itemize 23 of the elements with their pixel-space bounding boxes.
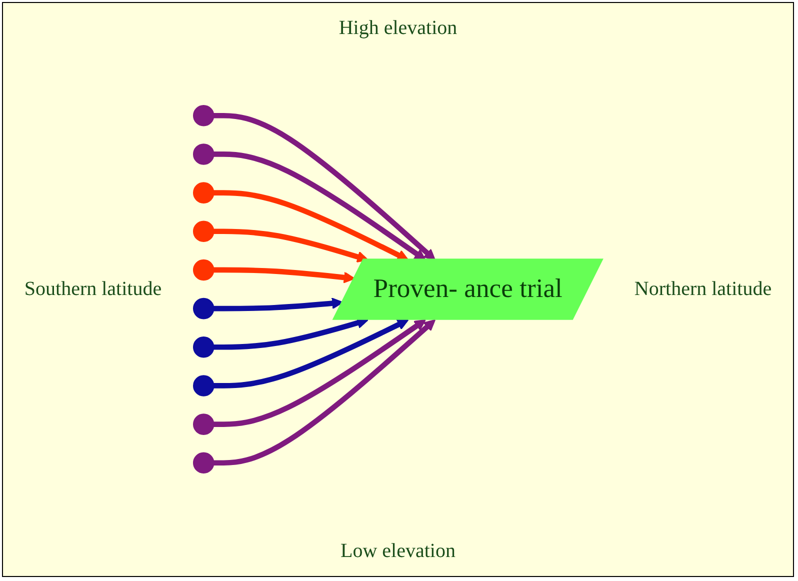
arrow bbox=[214, 320, 426, 428]
node-circle bbox=[192, 375, 214, 397]
node-circle bbox=[192, 182, 214, 204]
arrow bbox=[214, 268, 356, 284]
direction-label: Northern latitude bbox=[633, 277, 773, 302]
node-circle bbox=[192, 414, 214, 436]
node-circle bbox=[192, 220, 214, 242]
direction-label: High elevation bbox=[338, 16, 458, 40]
node-circle bbox=[192, 336, 214, 358]
arrow bbox=[214, 190, 409, 261]
arrow bbox=[214, 152, 426, 261]
arrow bbox=[214, 228, 369, 263]
direction-label: Low elevation bbox=[340, 538, 456, 564]
node-circle bbox=[192, 105, 214, 126]
node-circle bbox=[192, 260, 214, 281]
node-circle bbox=[192, 452, 214, 474]
arrow bbox=[214, 113, 436, 261]
node-circle bbox=[192, 144, 214, 166]
direction-label: Southern latitude bbox=[23, 277, 163, 302]
arrow bbox=[214, 298, 344, 312]
arrow bbox=[214, 320, 436, 466]
arrow bbox=[214, 319, 409, 389]
node-circle bbox=[192, 298, 214, 320]
